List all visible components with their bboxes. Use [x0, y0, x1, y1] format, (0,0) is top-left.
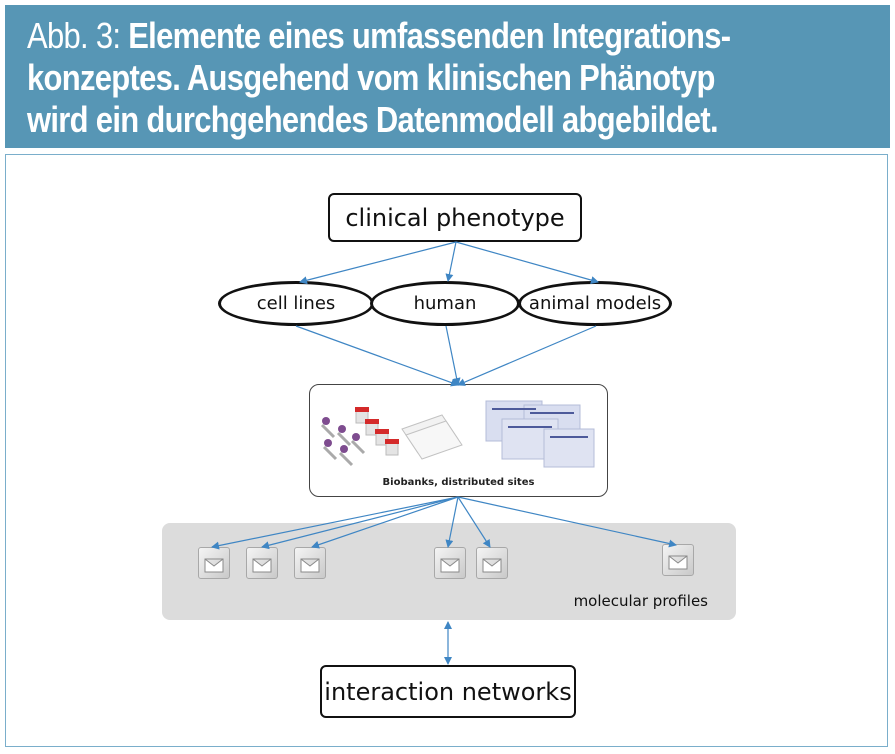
edge-biobanks-profile-1	[211, 496, 459, 550]
profile-icon-4	[434, 547, 466, 579]
figure-label: Abb. 3:	[27, 15, 121, 56]
molecular-profile-icon	[668, 555, 688, 570]
biobanks-box: Biobanks, distributed sites	[309, 384, 608, 497]
edge-phenotype-human	[445, 241, 457, 282]
cell-lines-node: cell lines	[218, 281, 374, 326]
profile-icon-1	[198, 547, 230, 579]
documents-icon	[485, 400, 595, 468]
caption-text-1: Elemente eines umfassenden Integrations-	[128, 15, 731, 56]
edge-phenotype-animal-models	[455, 241, 599, 284]
interaction-networks-node: interaction networks	[320, 665, 576, 718]
sample-tubes-icon	[320, 417, 366, 467]
animal-models-node: animal models	[518, 281, 672, 326]
biobanks-label: Biobanks, distributed sites	[382, 477, 535, 488]
caption-line-1: Abb. 3: Elemente eines umfassenden Integ…	[27, 15, 759, 57]
profile-icon-6	[662, 544, 694, 576]
edge-biobanks-profile-2	[261, 496, 459, 550]
molecular-profile-icon	[252, 558, 272, 573]
molecular-profile-icon	[300, 558, 320, 573]
molecular-profile-icon	[440, 558, 460, 573]
profile-icon-3	[294, 547, 326, 579]
molecular-profile-icon	[482, 558, 502, 573]
edge-biobanks-profile-6	[457, 496, 677, 548]
profile-icon-5	[476, 547, 508, 579]
caption-line-3: wird ein durchgehendes Datenmodell abgeb…	[27, 99, 719, 140]
biobank-illustration	[320, 400, 595, 468]
edge-cell-lines-biobanks	[295, 325, 459, 387]
molecular-profiles-label: molecular profiles	[573, 592, 708, 610]
figure-caption-header: Abb. 3: Elemente eines umfassenden Integ…	[5, 5, 890, 148]
molecular-profile-icon	[204, 558, 224, 573]
caption-line-2: konzeptes. Ausgehend vom klinischen Phän…	[27, 57, 715, 98]
edge-animal-models-biobanks	[457, 325, 597, 386]
clinical-phenotype-node: clinical phenotype	[328, 193, 582, 242]
edge-biobanks-profile-3	[311, 496, 459, 549]
edge-biobanks-profile-5	[457, 496, 491, 548]
edge-phenotype-cell-lines	[299, 241, 457, 285]
edge-biobanks-profile-4	[445, 496, 459, 548]
edge-human-biobanks	[445, 325, 461, 386]
specimen-cups-icon	[355, 407, 399, 456]
slides-icon	[401, 414, 463, 460]
